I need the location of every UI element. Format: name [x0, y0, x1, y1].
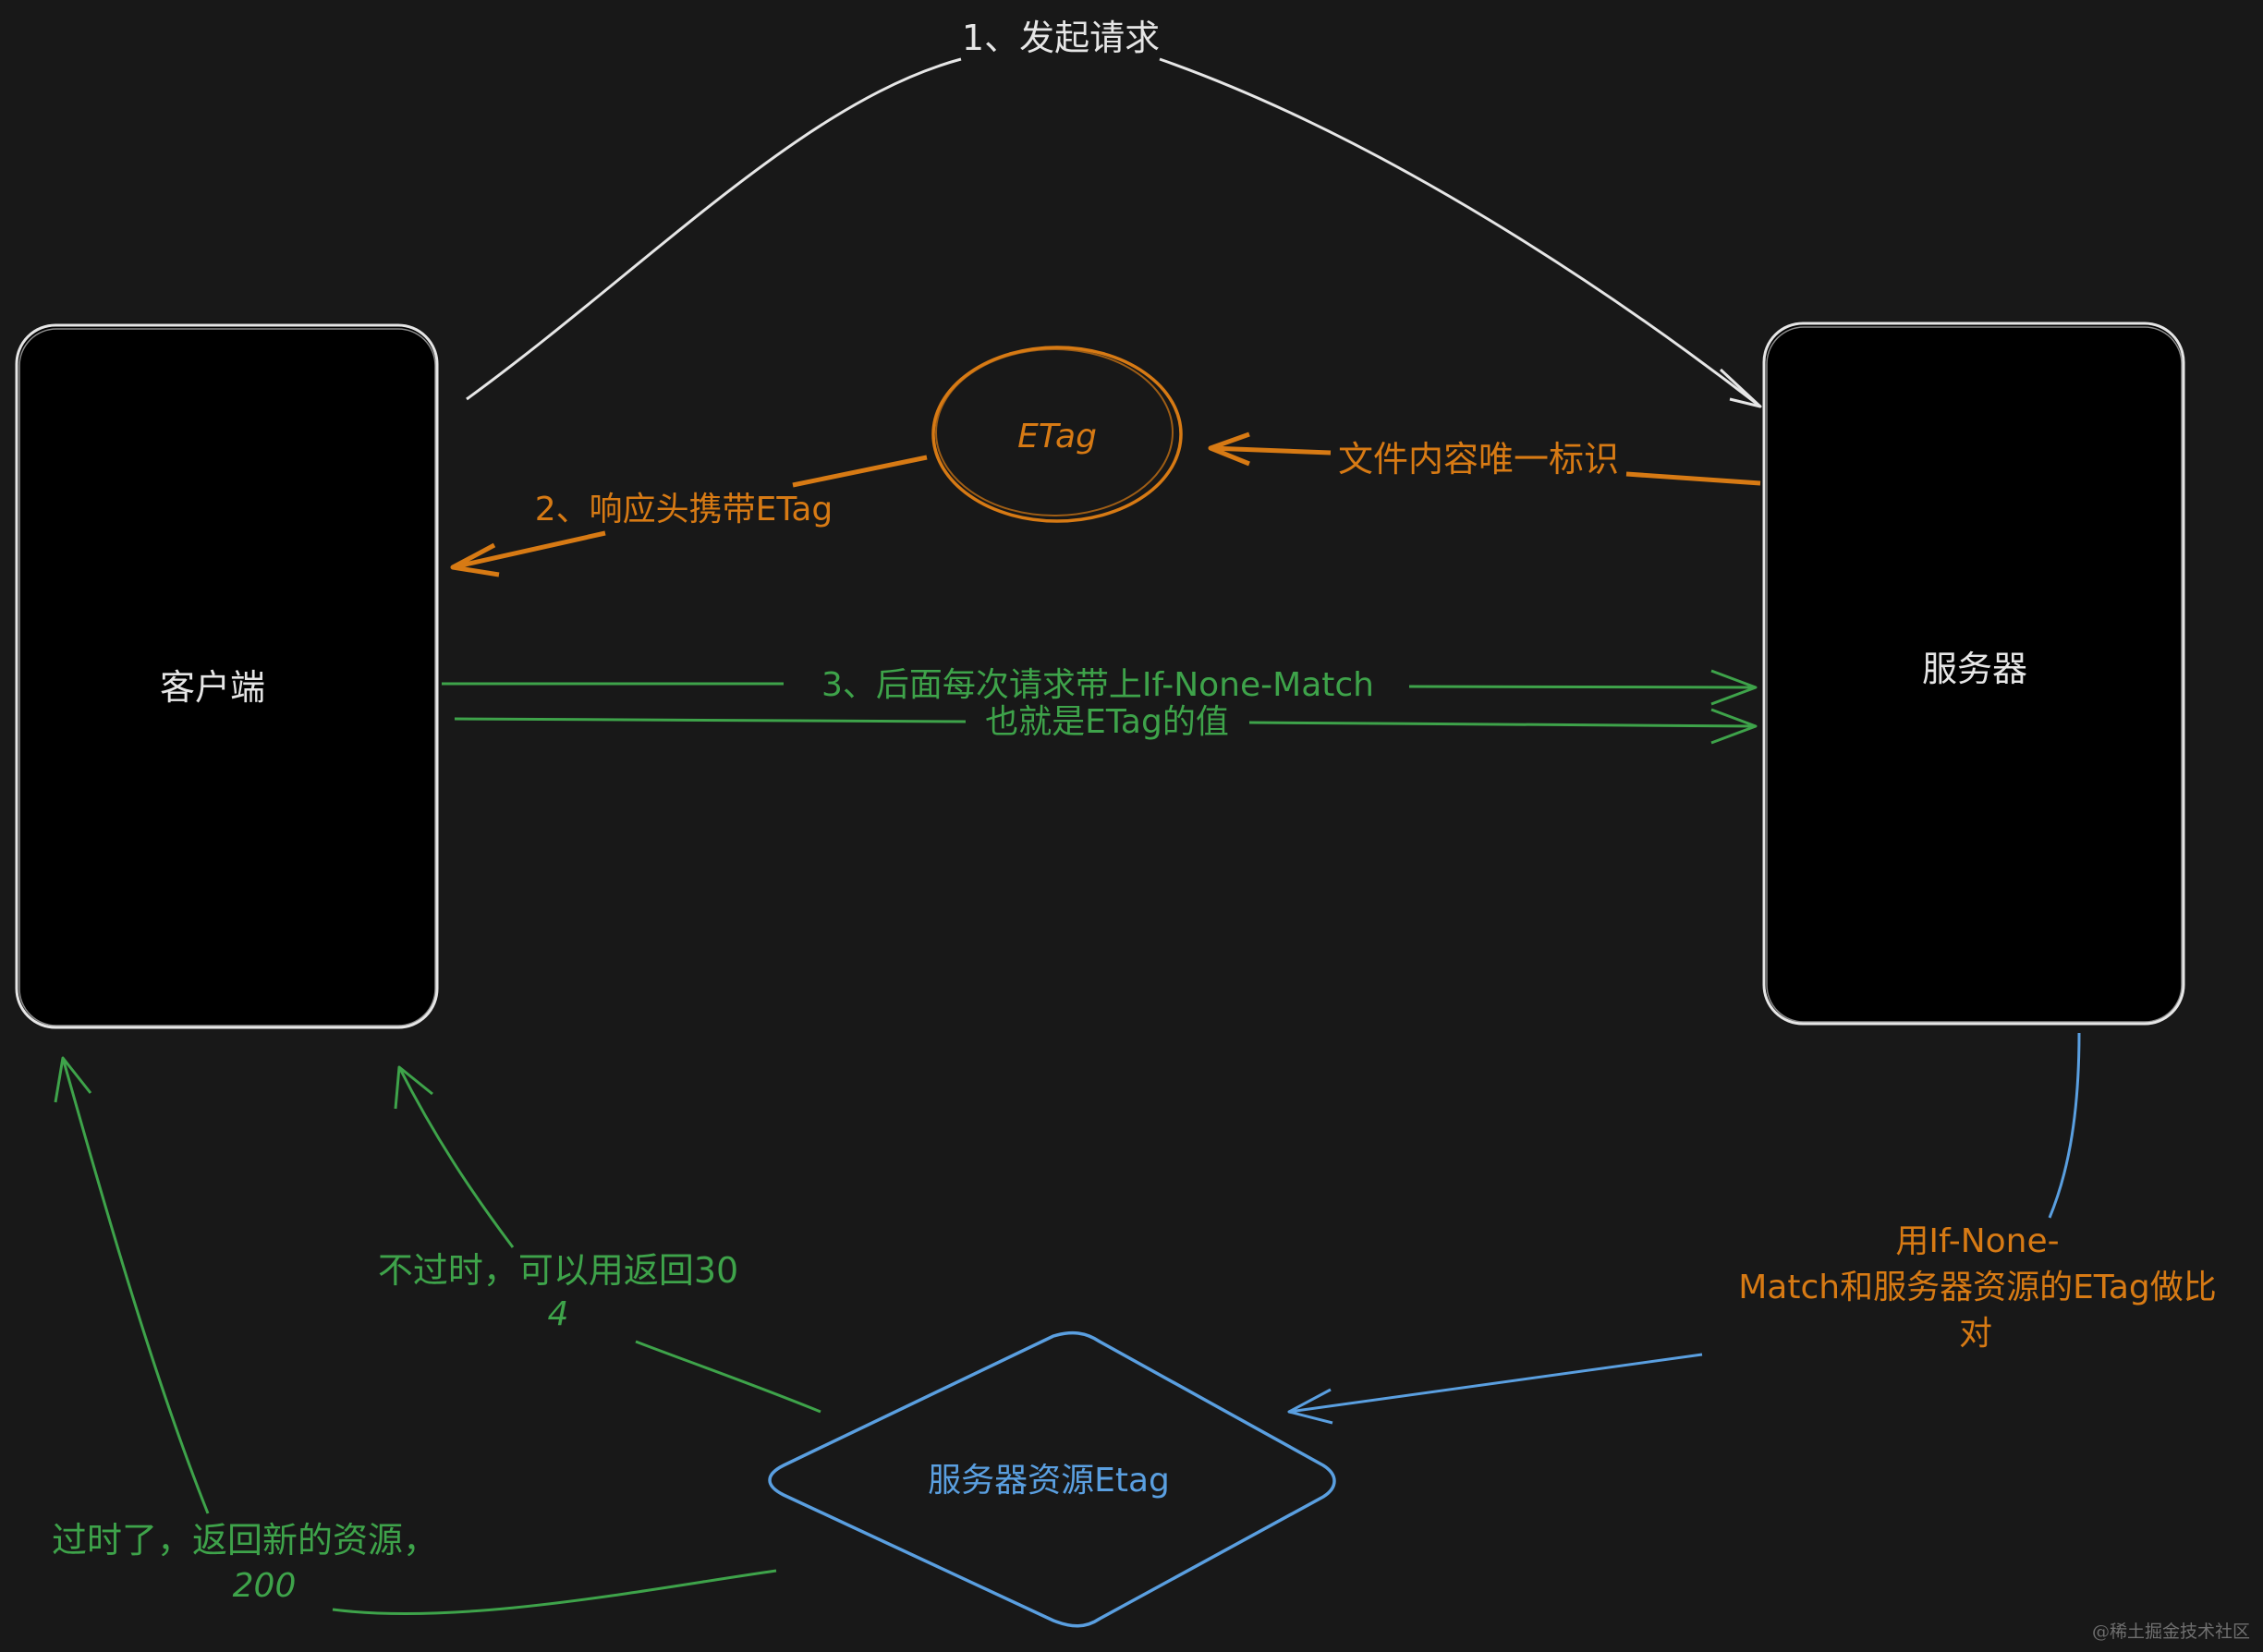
- server-label: 服务器: [1922, 649, 2027, 689]
- etag-node: ETag: [931, 346, 1183, 523]
- compare-label-line1: 用If-None-: [1895, 1222, 2059, 1260]
- server-node: 服务器: [1762, 322, 2185, 1026]
- etag-label: ETag: [1017, 418, 1097, 456]
- not-expired-label-line1: 不过时，可以用返回30: [378, 1250, 738, 1291]
- compare-label-line3: 对: [1959, 1315, 1992, 1353]
- subsequent-request-edge: 3、后面每次请求带上If-None-Match 也就是ETag的值: [442, 666, 1758, 745]
- expired-label-line1: 过时了，返回新的资源，: [52, 1520, 438, 1561]
- server-etag-label: 服务器资源Etag: [928, 1462, 1170, 1500]
- subsequent-label-line1: 3、后面每次请求带上If-None-Match: [821, 666, 1374, 704]
- client-label: 客户端: [160, 667, 265, 708]
- compare-edge: 用If-None- Match和服务器资源的ETag做比 对: [1287, 1032, 2217, 1425]
- compare-label-line2: Match和服务器资源的ETag做比: [1738, 1269, 2217, 1306]
- expired-label-line2: 200: [233, 1567, 297, 1605]
- not-expired-edge: 不过时，可以用返回30 4: [378, 1065, 821, 1414]
- request-label: 1、发起请求: [962, 18, 1160, 58]
- response-edge: 2、响应头携带ETag: [450, 455, 928, 577]
- identifier-edge: 文件内容唯一标识: [1208, 431, 1761, 486]
- expired-edge: 过时了，返回新的资源， 200: [52, 1056, 777, 1616]
- identifier-label: 文件内容唯一标识: [1338, 439, 1619, 480]
- watermark: @稀土掘金技术社区: [2091, 1622, 2250, 1642]
- server-etag-node: 服务器资源Etag: [768, 1330, 1336, 1628]
- client-node: 客户端: [15, 323, 439, 1029]
- subsequent-label-line2: 也就是ETag的值: [985, 703, 1229, 741]
- not-expired-label-line2: 4: [548, 1295, 569, 1333]
- request-edge: 1、发起请求: [466, 18, 1762, 408]
- response-label: 2、响应头携带ETag: [535, 491, 833, 528]
